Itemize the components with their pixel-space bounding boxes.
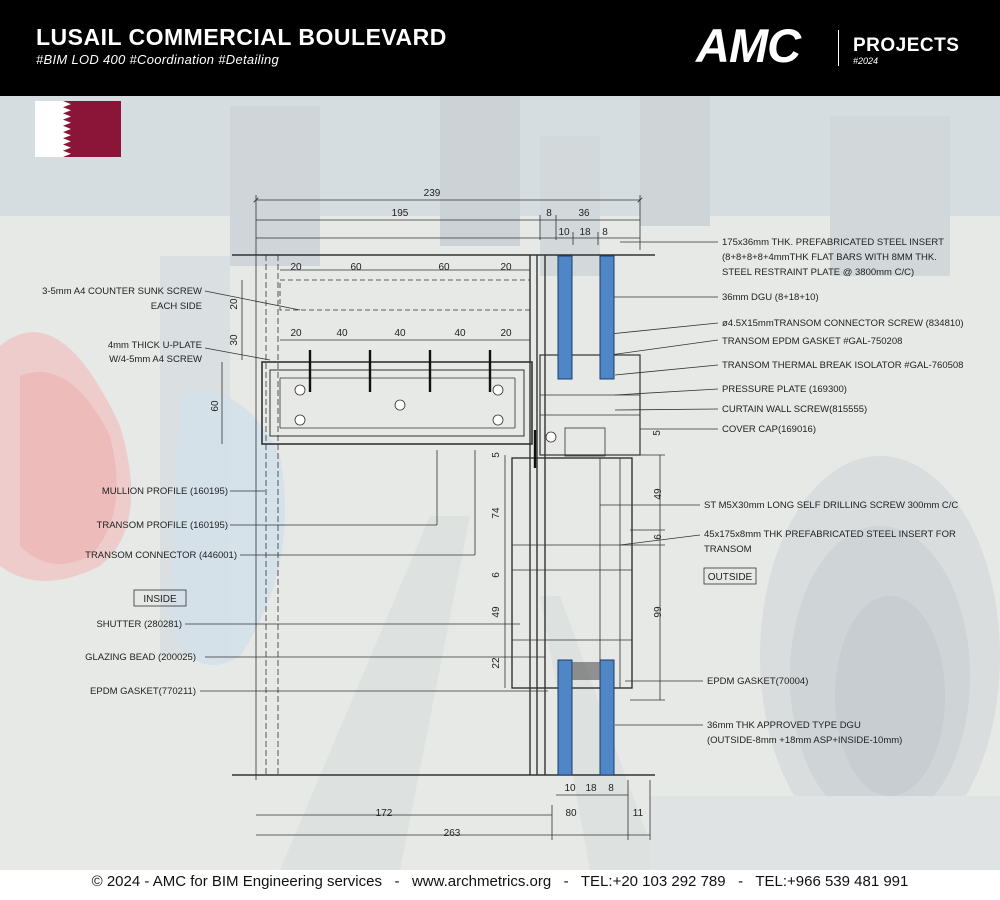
amc-logo: AMC (696, 19, 801, 72)
projects-label: PROJECTS (853, 35, 960, 56)
glass-pane-bottom (557, 659, 615, 776)
label-steel-insert-2: (8+8+8+8+4mmTHK FLAT BARS WITH 8MM THK. (722, 252, 937, 263)
dim-20c: 20 (290, 328, 302, 339)
dim-74: 74 (491, 507, 502, 519)
dim-195: 195 (392, 208, 409, 219)
dim-5a: 5 (491, 452, 502, 458)
dim-40a: 40 (336, 328, 348, 339)
qatar-flag-icon (35, 101, 121, 157)
label-steel-insert-3: STEEL RESTRAINT PLATE @ 3800mm C/C) (722, 267, 914, 278)
dim-20v: 20 (229, 298, 240, 310)
dim-8: 8 (546, 208, 552, 219)
label-cover-cap: COVER CAP(169016) (722, 424, 816, 435)
label-transom-connector: TRANSOM CONNECTOR (446001) (85, 550, 237, 561)
label-steel-insert-b1: 45x175x8mm THK PREFABRICATED STEEL INSER… (704, 529, 956, 540)
header-bar: LUSAIL COMMERCIAL BOULEVARD #BIM LOD 400… (0, 0, 1000, 96)
label-each-side: EACH SIDE (151, 301, 202, 312)
dim-60a: 60 (350, 262, 362, 273)
dim-40c: 40 (454, 328, 466, 339)
label-pressure-plate: PRESSURE PLATE (169300) (722, 384, 847, 395)
dim-b18: 18 (585, 783, 597, 794)
dim-10: 10 (558, 227, 570, 238)
dim-49a: 49 (491, 606, 502, 618)
footer-contact-text: © 2024 - AMC for BIM Engineering service… (91, 873, 909, 890)
label-dgu: 36mm DGU (8+18+10) (722, 292, 819, 303)
projects-year: #2024 (853, 56, 879, 66)
label-transom-gasket: TRANSOM EPDM GASKET #GAL-750208 (722, 336, 902, 347)
dim-36: 36 (578, 208, 590, 219)
dim-49b: 49 (653, 488, 664, 500)
dim-239: 239 (424, 188, 441, 199)
project-tags: #BIM LOD 400 #Coordination #Detailing (36, 52, 280, 67)
dim-b10: 10 (564, 783, 576, 794)
label-glazing-bead: GLAZING BEAD (200025) (85, 652, 196, 663)
label-thermal-break: TRANSOM THERMAL BREAK ISOLATOR #GAL-7605… (722, 360, 963, 371)
city-background-image (0, 96, 1000, 870)
label-steel-insert-1: 175x36mm THK. PREFABRICATED STEEL INSERT (722, 237, 944, 248)
glass-pane-top (557, 255, 615, 380)
dim-20b: 20 (500, 262, 512, 273)
dim-b8: 8 (608, 783, 614, 794)
dim-60v: 60 (210, 400, 221, 412)
dim-40b: 40 (394, 328, 406, 339)
label-curtain-wall-screw: CURTAIN WALL SCREW(815555) (722, 404, 867, 415)
dim-20a: 20 (290, 262, 302, 273)
label-counter-sunk-screw: 3-5mm A4 COUNTER SUNK SCREW (42, 286, 202, 297)
dim-18: 18 (579, 227, 591, 238)
label-epdm-gasket-right: EPDM GASKET(70004) (707, 676, 808, 687)
label-dgu-type-2: (OUTSIDE-8mm +18mm ASP+INSIDE-10mm) (707, 735, 902, 746)
screw-symbols (308, 350, 537, 468)
dim-20d: 20 (500, 328, 512, 339)
dim-6b: 6 (653, 534, 664, 540)
logo-divider (838, 30, 839, 66)
project-title: LUSAIL COMMERCIAL BOULEVARD (36, 24, 447, 50)
label-u-plate: 4mm THICK U-PLATE (108, 340, 202, 351)
curtain-wall-section-drawing: 239 195 8 36 10 18 8 20 60 60 20 20 30 2… (42, 188, 964, 840)
label-u-plate-screw: W/4-5mm A4 SCREW (109, 354, 202, 365)
dim-60b: 60 (438, 262, 450, 273)
dim-11: 11 (633, 808, 644, 819)
footer-bar: © 2024 - AMC for BIM Engineering service… (0, 870, 1000, 900)
dim-6a: 6 (491, 572, 502, 578)
dim-172: 172 (376, 808, 393, 819)
label-outside: OUTSIDE (708, 572, 753, 583)
dim-5b: 5 (652, 430, 663, 436)
dim-8b: 8 (602, 227, 608, 238)
label-transom-profile: TRANSOM PROFILE (160195) (97, 520, 228, 531)
dim-30v: 30 (229, 334, 240, 346)
label-dgu-type-1: 36mm THK APPROVED TYPE DGU (707, 720, 861, 731)
label-steel-insert-b2: TRANSOM (704, 544, 752, 555)
dim-22: 22 (491, 657, 502, 669)
label-mullion-profile: MULLION PROFILE (160195) (102, 486, 228, 497)
label-inside: INSIDE (143, 594, 177, 605)
label-drilling-screw: ST M5X30mm LONG SELF DRILLING SCREW 300m… (704, 500, 958, 511)
label-shutter: SHUTTER (280281) (96, 619, 182, 630)
dim-263: 263 (444, 828, 461, 839)
dim-80: 80 (565, 808, 577, 819)
label-epdm-gasket-left: EPDM GASKET(770211) (90, 686, 196, 697)
dim-99: 99 (653, 606, 664, 618)
label-transom-connector-screw: ø4.5X15mmTRANSOM CONNECTOR SCREW (834810… (722, 318, 964, 329)
